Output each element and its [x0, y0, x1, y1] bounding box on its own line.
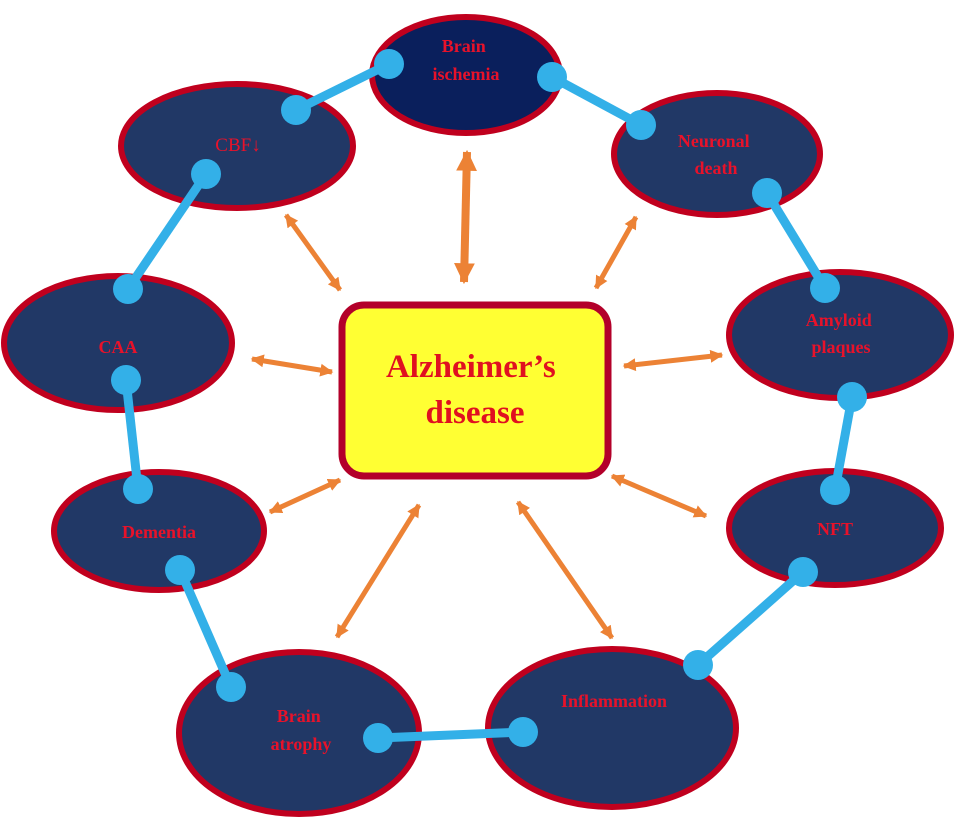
node-caa	[1, 273, 235, 413]
link-dot	[537, 62, 567, 92]
label-brain-atrophy-line1: Brain	[277, 706, 321, 726]
arrow-group	[250, 149, 724, 640]
link-dot	[810, 273, 840, 303]
label-brain-ischemia-line1: Brain	[442, 36, 486, 56]
link-group	[121, 59, 857, 743]
arrow-atrophy	[334, 503, 422, 639]
link-dot	[752, 178, 782, 208]
link-dot	[788, 557, 818, 587]
label-neuronal-death-line1: Neuronal	[678, 131, 750, 151]
link-dot	[820, 475, 850, 505]
label-neuronal-death: Neuronal death	[678, 131, 754, 178]
link-dot	[374, 49, 404, 79]
center-box	[338, 301, 612, 480]
link-dot	[165, 555, 195, 585]
center-title: Alzheimer’s disease	[386, 349, 564, 431]
label-nft: NFT	[817, 519, 853, 539]
link-dot	[113, 274, 143, 304]
link-dementia-caa	[121, 379, 143, 490]
label-brain-atrophy: Brain atrophy	[271, 706, 332, 754]
link-dot	[281, 95, 311, 125]
link-cbf-ischemia	[294, 59, 391, 115]
arrow-caa	[250, 354, 334, 377]
label-brain-atrophy-line2: atrophy	[271, 734, 332, 754]
label-amyloid-plaques: Amyloid plaques	[806, 310, 877, 357]
node-dementia	[51, 469, 267, 593]
arrow-neuronal-death	[593, 215, 639, 290]
link-neuronal-amyloid	[763, 190, 829, 291]
link-dot	[123, 474, 153, 504]
arrow-cbf	[283, 213, 343, 292]
link-dot	[683, 650, 713, 680]
label-dementia: Dementia	[122, 522, 196, 542]
label-amyloid-plaques-line2: plaques	[811, 337, 870, 357]
link-nft-inflammation	[695, 568, 806, 669]
center-title-line2: disease	[426, 395, 525, 431]
link-ischemia-neuronal	[549, 73, 644, 129]
arrow-nft	[610, 473, 708, 519]
link-dot	[111, 365, 141, 395]
label-neuronal-death-line2: death	[694, 158, 737, 178]
arrow-inflammation	[515, 500, 615, 640]
link-dot	[216, 672, 246, 702]
label-caa: CAA	[99, 337, 138, 357]
label-inflammation: Inflammation	[561, 691, 667, 711]
node-amyloid-plaques	[726, 269, 954, 401]
link-dot	[508, 717, 538, 747]
link-dot	[837, 382, 867, 412]
node-inflammation	[485, 646, 739, 810]
link-inflammation-atrophy	[377, 727, 524, 743]
link-dot	[191, 159, 221, 189]
arrow-dementia	[268, 477, 342, 515]
link-atrophy-dementia	[175, 568, 236, 689]
link-dot	[626, 110, 656, 140]
label-amyloid-plaques-line1: Amyloid	[806, 310, 872, 330]
link-amyloid-nft	[830, 396, 857, 491]
arrow-amyloid	[622, 349, 724, 372]
label-brain-ischemia: Brain ischemia	[433, 36, 500, 84]
arrow-ischemia	[454, 149, 477, 285]
link-dot	[363, 723, 393, 753]
label-cbf: CBF↓	[215, 135, 260, 156]
center-title-line1: Alzheimer’s	[386, 349, 556, 385]
link-caa-cbf	[124, 171, 210, 292]
label-brain-ischemia-line2: ischemia	[433, 64, 500, 84]
